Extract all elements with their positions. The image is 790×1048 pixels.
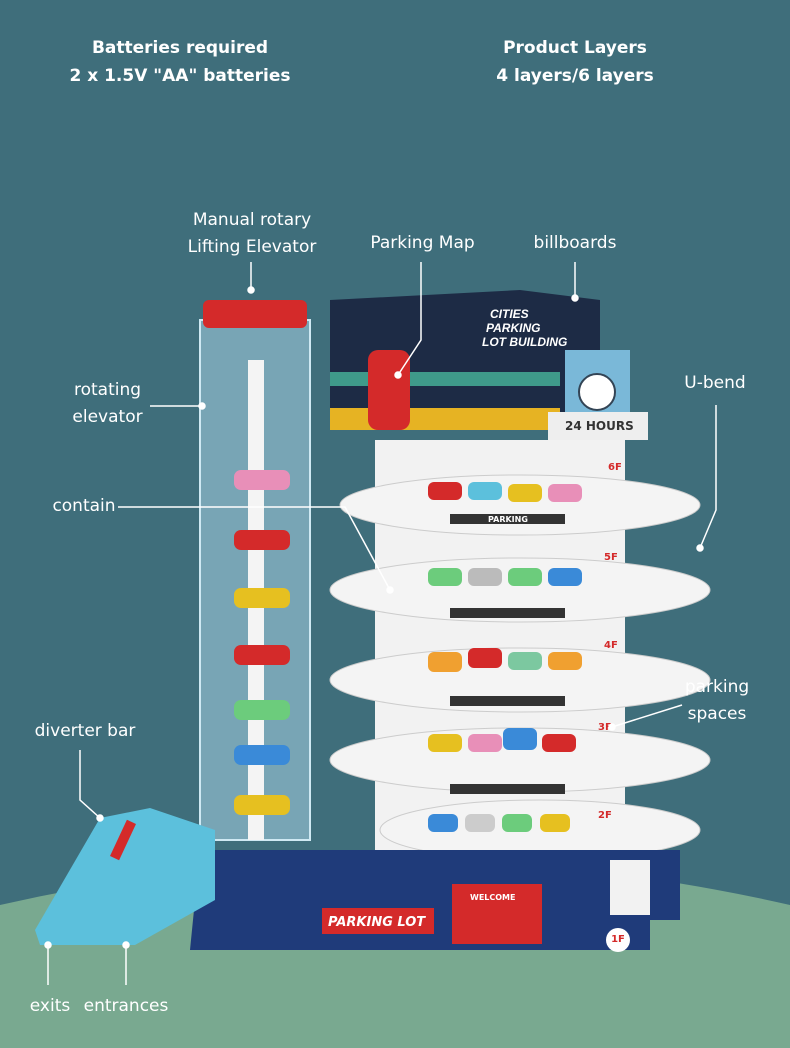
clock-sign-text: 24 HOURS (565, 419, 634, 433)
elevator-cap (203, 300, 307, 328)
callout-entrances: entrances (83, 996, 169, 1016)
billboard-road (330, 372, 560, 386)
layers-title: Product Layers (503, 38, 647, 58)
billboard-text-1: CITIES (490, 307, 529, 321)
clock-base (548, 412, 648, 440)
callout-text: Manual rotary (192, 210, 312, 230)
billboard-text-3: LOT BUILDING (482, 335, 567, 349)
parking-lot-sign (322, 908, 434, 934)
callout-u-bend: U-bend (684, 373, 746, 393)
billboard-stripes (330, 408, 560, 430)
floor-2f: 2F (598, 810, 612, 821)
ramps (329, 474, 711, 861)
callout-text: elevator (72, 407, 143, 427)
callout-manual-elevator: Manual rotary Lifting Elevator (172, 207, 332, 261)
callout-text: parking (684, 677, 750, 697)
callout-parking-spaces: parking spaces (676, 674, 758, 728)
welcome-gate (452, 884, 542, 944)
callout-diverter-bar: diverter bar (34, 721, 136, 741)
floor-6f: 6F (608, 462, 622, 473)
callout-text: spaces (687, 704, 747, 724)
layers-subtitle: 4 layers/6 layers (496, 66, 654, 86)
floor-signs (450, 514, 565, 794)
billboard-text-2: PARKING (486, 321, 540, 335)
cars (428, 482, 582, 832)
elevator-cars (234, 470, 290, 815)
battery-subtitle: 2 x 1.5V "AA" batteries (69, 66, 291, 86)
welcome-gate-text: WELCOME (470, 893, 515, 902)
callout-rotating-elevator: rotating elevator (60, 377, 155, 431)
floor-3f: 3F (598, 722, 612, 733)
callout-parking-map: Parking Map (370, 233, 475, 253)
callout-text: Lifting Elevator (187, 237, 317, 257)
callout-text: rotating (73, 380, 142, 400)
floor-5f: 5F (604, 552, 618, 563)
clock-face (578, 373, 616, 411)
floor-4f: 4F (604, 640, 618, 651)
floor-1f: 1F (606, 928, 630, 952)
base-platform (190, 850, 680, 950)
diverter-bar (110, 819, 136, 861)
callout-exits: exits (29, 996, 71, 1016)
battery-title: Batteries required (91, 38, 269, 58)
gas-pump (610, 860, 650, 915)
parking-map-sign (368, 350, 410, 430)
battery-info: Batteries required 2 x 1.5V "AA" batteri… (60, 34, 300, 90)
layers-info: Product Layers 4 layers/6 layers (465, 34, 685, 90)
callout-lines (44, 262, 717, 985)
exit-ramp (35, 808, 215, 945)
parking-lot-sign-text: PARKING LOT (328, 915, 426, 930)
floor-sign-text: PARKING (488, 515, 528, 524)
callout-contain: contain (52, 496, 116, 516)
callout-billboards: billboards (533, 233, 617, 253)
